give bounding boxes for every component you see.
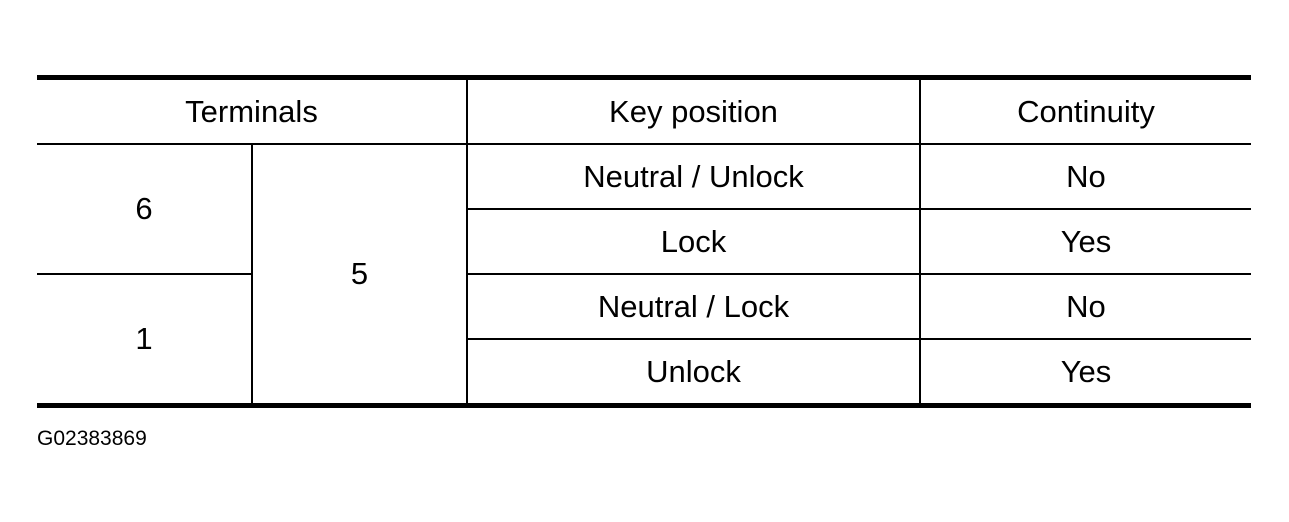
- key-position-cell: Neutral / Unlock: [466, 143, 921, 210]
- continuity-cell: Yes: [919, 338, 1251, 406]
- header-key-position: Key position: [466, 77, 921, 145]
- table-row: Unlock Yes: [37, 338, 1251, 406]
- continuity-table: Terminals Key position Continuity 6 5 Ne…: [37, 75, 1251, 408]
- continuity-cell: Yes: [919, 208, 1251, 275]
- table-row: 6 5 Neutral / Unlock No: [37, 143, 1251, 406]
- key-position-cell: Lock: [467, 208, 921, 275]
- terminal-a-cell: 1: [37, 273, 253, 407]
- terminal-b-cell: 5: [251, 143, 468, 406]
- key-position-cell: Unlock: [467, 338, 921, 406]
- header-continuity: Continuity: [919, 77, 1251, 145]
- terminal-a-cell: 6: [37, 143, 253, 275]
- header-terminals: Terminals: [37, 77, 468, 145]
- continuity-cell: No: [919, 143, 1251, 210]
- table-row: Lock Yes: [37, 208, 1251, 275]
- continuity-cell: No: [919, 273, 1251, 340]
- figure-code: G02383869: [37, 427, 147, 450]
- key-position-cell: Neutral / Lock: [466, 273, 921, 340]
- table-row: 1 Neutral / Lock No: [37, 273, 1251, 407]
- continuity-table-container: Terminals Key position Continuity 6 5 Ne…: [37, 75, 1251, 408]
- table-header-row: Terminals Key position Continuity: [37, 77, 1251, 145]
